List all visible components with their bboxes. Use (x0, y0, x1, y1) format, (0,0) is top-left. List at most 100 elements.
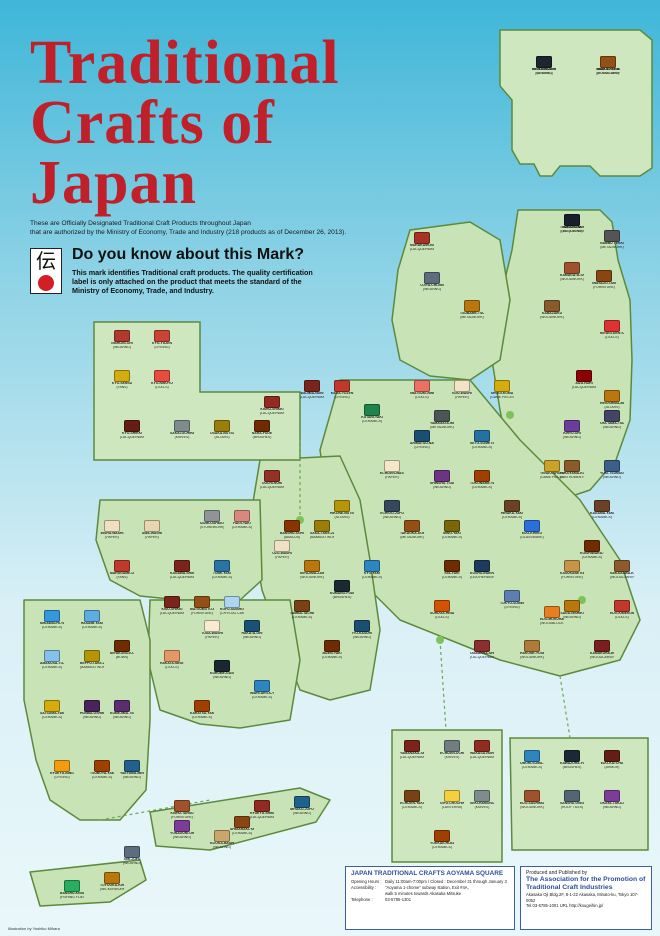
craft-name: KOISHIWARA-YAKI (580, 552, 604, 555)
craft-item: HAKATA-NINGYO(DOLLS) (160, 650, 184, 669)
craft-item: SANSHU-ONIGAWARA(ROOF TILES) (560, 790, 584, 809)
craft-item: SAKAI-UCHIHAMONO(KNIVES) (170, 420, 194, 439)
aoyama-access-row: Accessibility :"Aoyama 1-chome" subway s… (351, 885, 509, 891)
craft-category: (FURNITURE) (597, 71, 619, 75)
craft-illustration-icon (254, 420, 270, 432)
craft-illustration-icon (204, 510, 220, 522)
craft-category: (INSTRUMENTS) (560, 475, 584, 479)
craft-name: HAKONE-YOSEGI ZAIKU (520, 652, 544, 655)
craft-item: INSHU-WASHI(PAPER) (100, 520, 124, 539)
craft-category: (CERAMICS) (41, 715, 63, 719)
craft-category: (LACQUERWARE) (260, 485, 284, 489)
craft-name: KYO-SENSU (111, 382, 133, 385)
craft-category: (LACQUERWARE) (260, 411, 284, 415)
craft-name: YUKI-TSUMUGI (600, 472, 624, 475)
poster-title-line-3: Japan (30, 149, 197, 217)
craft-name: OZU-WASHI (272, 552, 292, 555)
craft-name: SURUGA-HINAGU (430, 612, 454, 615)
craft-name: WAKASA-NURI (470, 752, 494, 755)
region-hokkaido-inset (499, 29, 653, 177)
craft-name: MIKAWACHI-YAKI (40, 622, 64, 625)
craft-illustration-icon (364, 560, 380, 572)
craft-name: IYO-KASURI (352, 632, 372, 635)
craft-category: (WEAVING) (212, 845, 232, 849)
craft-name: KAMAGATA-SHIKI (560, 274, 584, 277)
craft-name: EDO-MOKUHANGA (540, 618, 564, 621)
craft-item: OBORI-SOMA-YAKI(CERAMICS) (520, 750, 544, 769)
craft-item: NAMBU TEKKI(METALWORK) (600, 230, 624, 249)
craft-name: WAJIMA-NURI (300, 392, 324, 395)
craft-item: MIYAKO-JOFU(WEAVING) (290, 796, 314, 815)
region-kyoto-inset (93, 321, 301, 461)
craft-name: SAKA-TAKE-ZAIKU (310, 532, 334, 535)
craft-category: (WOODWORK) (540, 315, 564, 319)
craft-illustration-icon (124, 760, 140, 772)
craft-category: (LACQUERWARE) (300, 395, 324, 399)
craft-item: GIFU-CHOCHIN(LANTERNS) (440, 790, 464, 809)
connector-tokyo (559, 675, 571, 739)
craft-illustration-icon (284, 520, 300, 532)
craft-illustration-icon (564, 790, 580, 802)
aoyama-heading: JAPAN TRADITIONAL CRAFTS AOYAMA SQUARE (351, 870, 504, 877)
craft-name: EDO-KIRIKO (521, 532, 543, 535)
craft-illustration-icon (404, 520, 420, 532)
craft-name: KISHU-SHIKKI (260, 408, 284, 411)
craft-item: YUKI-TSUMUGI(WEAVING) (600, 460, 624, 479)
aoyama-tel-label: Telephone : (351, 897, 373, 902)
craft-illustration-icon (604, 320, 620, 332)
craft-name: OBORI-SOMA-YAKI (520, 762, 544, 765)
craft-name: AMAKUSA-TOJIKI (40, 662, 64, 665)
craft-item: KOSHU-INDEN(LEATHERWORK) (470, 560, 494, 579)
craft-item: AWA-WASHI(PAPER) (140, 520, 164, 539)
craft-name: TOBE-YAKI (212, 572, 232, 575)
connector-okinawa (99, 799, 211, 821)
craft-name: KYO-SHIKKI (122, 432, 142, 435)
craft-item: TOKONAME-YAKI(CERAMICS) (470, 470, 494, 489)
craft-illustration-icon (294, 796, 310, 808)
craft-category: (DOLLS) (165, 665, 179, 669)
illustration-credit: Illustration by Yoshiko Mihara (8, 926, 60, 931)
craft-item: EDO-SASHIMONO(WOODWORK) (520, 790, 544, 809)
craft-illustration-icon (444, 740, 460, 752)
craft-illustration-icon (84, 650, 100, 662)
craft-illustration-icon (424, 272, 440, 284)
craft-category: (WEAVING) (534, 71, 554, 75)
craft-name: MARUGAME-UCHIWA (110, 572, 134, 575)
craft-item: KISO-SHIKKI(LACQUERWARE) (160, 596, 184, 615)
craft-category: (CERAMICS) (41, 665, 63, 669)
craft-name: BEPPU-TAKE-ZAIKU (80, 662, 104, 665)
craft-illustration-icon (464, 300, 480, 312)
craft-name: OMI-JOFU (123, 858, 141, 861)
intro-line-1: These are Officially Designated Traditio… (30, 220, 251, 227)
aoyama-hours: Daily 11:00am-7:00pm / Closed : December… (385, 879, 507, 884)
craft-illustration-icon (604, 230, 620, 242)
craft-category: (WEAVING) (292, 811, 312, 815)
craft-category: (LACQUERWARE) (572, 385, 596, 389)
craft-item: TOYOOKA-KIRYU-ZAIKU(WICKERWORK) (100, 872, 124, 891)
craft-name: HIKONE-BUTSUDAN (330, 512, 354, 515)
craft-name: RYUKYU-SHIKKI (250, 812, 274, 815)
craft-item: NAKAGAWA-KIBORI(WOODCARVING) (610, 560, 634, 579)
craft-name: SANSHU-ONIGAWARA (560, 802, 584, 805)
craft-illustration-icon (584, 540, 600, 552)
craft-illustration-icon (454, 380, 470, 392)
craft-item: KOFU-SUISHO-KIBORI(CRYSTAL CARVING) (220, 596, 244, 615)
craft-category: (CERAMICS) (231, 831, 253, 835)
craft-illustration-icon (324, 640, 340, 652)
craft-illustration-icon (564, 214, 580, 226)
craft-item: NISHIJIN-ORI(WEAVING) (110, 330, 134, 349)
craft-item: ECHIGO-JOFU(WEAVING) (380, 500, 404, 519)
craft-category: (LACQUERWARE) (470, 655, 494, 659)
craft-category: (FANS) (116, 575, 128, 579)
aoyama-access-label: Accessibility : (351, 885, 377, 890)
craft-name: FUKUYAMA-KOTO (560, 472, 584, 475)
craft-name: KAMAKURA-BORI (590, 652, 614, 655)
craft-category: (WOODWORK) (520, 655, 544, 659)
craft-category: (LACQUERWARE) (250, 815, 274, 819)
craft-category: (CERAMICS) (41, 625, 63, 629)
craft-name: SETO-SOMETSUKE (470, 442, 494, 445)
craft-item: OSAKA-RANMA(WOODCARVING) (596, 56, 620, 75)
craft-name: YAMAGATA-IMONO (430, 422, 454, 425)
craft-name: RYUKYU-BINGATA (50, 772, 74, 775)
craft-item: MINO-YAKI(CERAMICS) (440, 520, 464, 539)
